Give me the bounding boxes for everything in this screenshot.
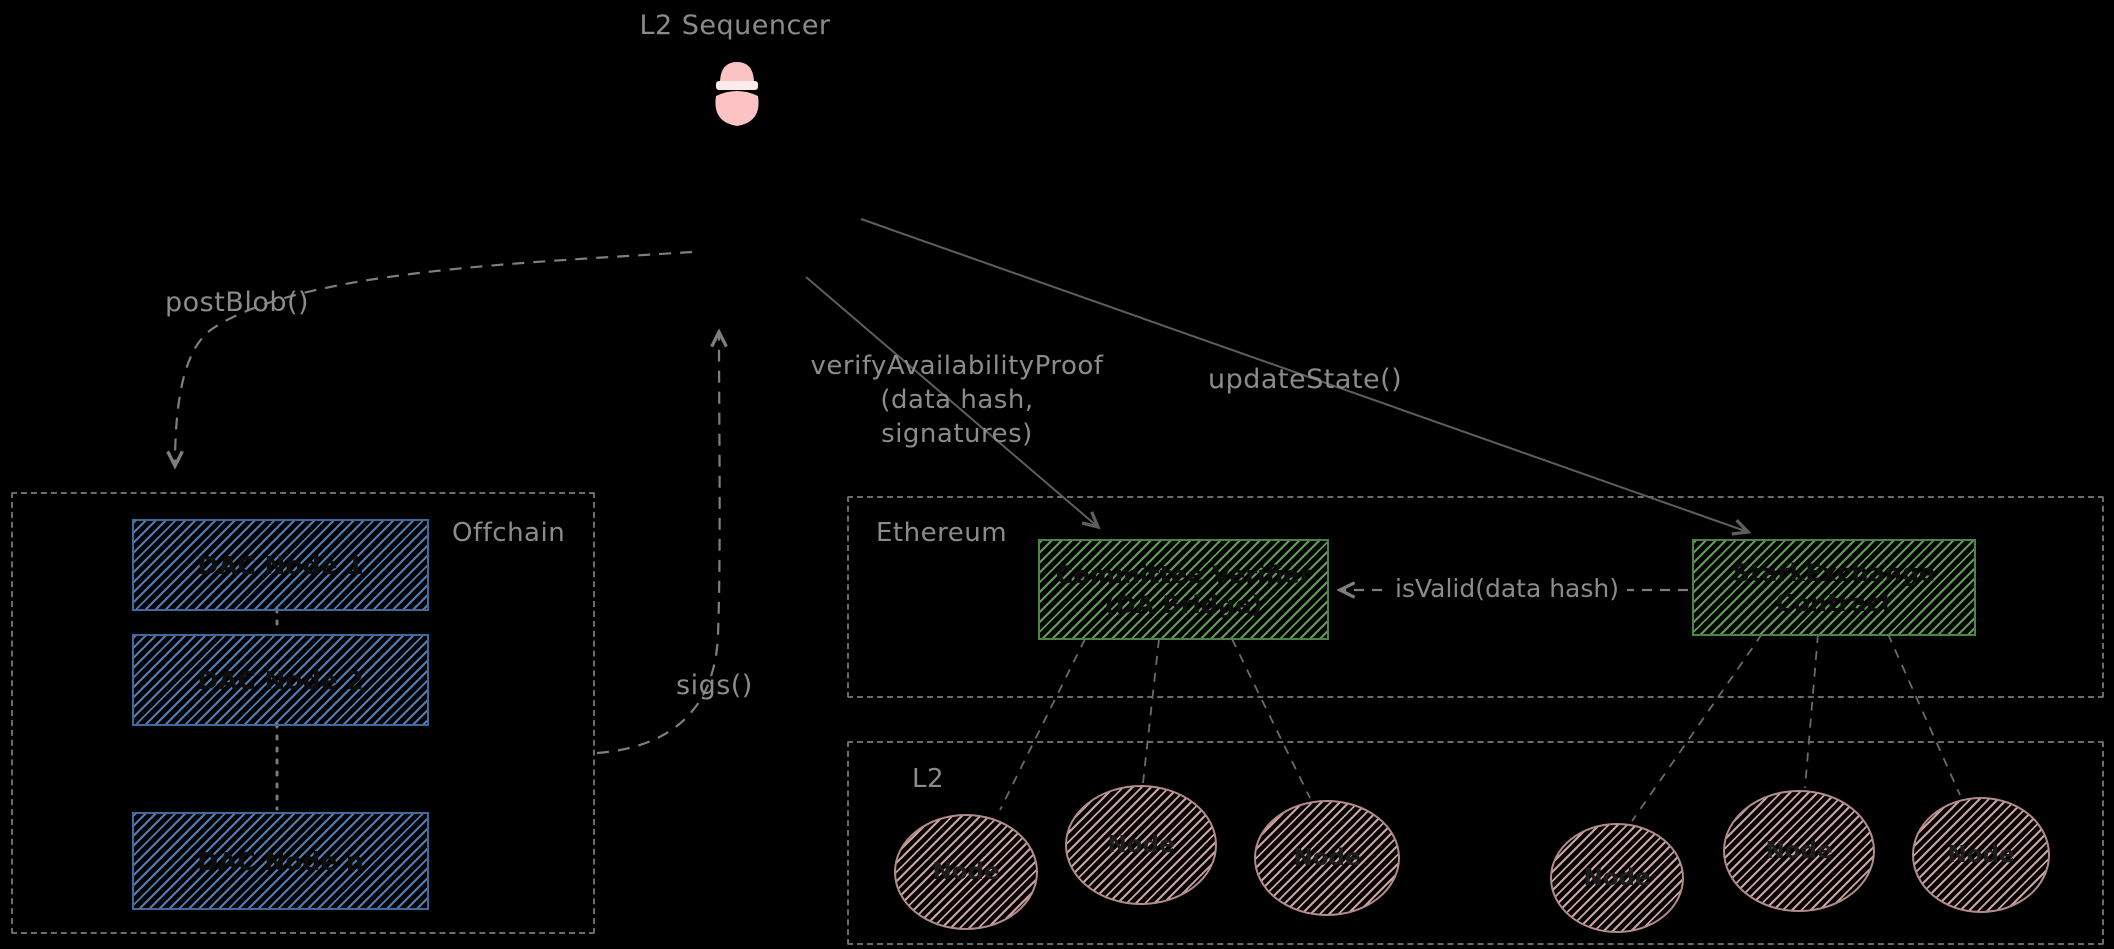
updatestate-label: updateState() [1208,364,1403,395]
dac-node-n-label: DAC Node n [197,846,364,876]
dac-node-box-2: DAC Node 2 [132,634,429,726]
verify-availability-arrow [805,276,1098,527]
verify-availability-label: verifyAvailabilityProof (data hash, sign… [811,350,1104,451]
l2-node-4-label: Node [1583,865,1651,891]
sigs-label: sigs() [676,670,753,701]
contract-node-link [1804,633,1819,789]
verifier-node-link [999,638,1086,811]
l2-node-6-label: Node [1947,842,2015,868]
dac-node-2-label: DAC Node 2 [197,665,364,695]
verifier-node-link [1142,638,1160,784]
l2-node-ellipse-6: Node [1912,797,2050,913]
l2-node-ellipse-3: Node [1254,800,1400,916]
l2-node-2-label: Node [1107,832,1175,858]
verify-availability-line3: signatures) [881,418,1033,449]
starkexchange-line2: Contract [1775,588,1893,617]
postblob-label: postBlob() [165,287,310,318]
dac-node-box-1: DAC Node 1 [132,519,429,611]
isvalid-label: isValid(data hash) [1386,572,1628,605]
dac-node-box-n: DAC Node n [132,812,429,910]
contract-node-link [1887,633,1961,796]
ethereum-label: Ethereum [876,518,1008,548]
offchain-label: Offchain [452,518,566,548]
starkexchange-line1: StarkExchange [1732,558,1936,587]
verifier-node-link [1231,638,1311,799]
starkexchange-contract-box: StarkExchange Contract [1692,539,1976,636]
postblob-arrow [175,250,693,466]
l2-node-1-label: Node [932,859,1000,885]
dac-node-1-label: DAC Node 1 [197,550,364,580]
ethereum-container [847,496,2104,698]
committee-verifier-line1: Committee Verifier [1055,560,1312,589]
committee-verifier-line2: (DA Bridge) [1104,590,1263,619]
l2-label: L2 [912,764,945,794]
l2-node-ellipse-2: Node [1065,785,1217,905]
l2-node-3-label: Node [1293,845,1361,871]
l2-node-ellipse-1: Node [894,814,1038,930]
committee-verifier-box: Committee Verifier (DA Bridge) [1038,539,1329,640]
offchain-container [11,492,595,934]
verify-availability-line1: verifyAvailabilityProof [810,351,1104,381]
l2-node-5-label: Node [1765,838,1833,864]
update-state-arrow [860,218,1748,532]
verify-availability-line2: (data hash, [880,384,1034,415]
sigs-arrow [596,332,720,755]
l2-container [847,741,2104,945]
sequencer-person-icon [704,58,770,150]
l2-node-ellipse-4: Node [1550,823,1684,933]
contract-node-link [1631,633,1763,822]
l2-node-ellipse-5: Node [1723,790,1875,912]
sequencer-label: L2 Sequencer [639,10,831,41]
